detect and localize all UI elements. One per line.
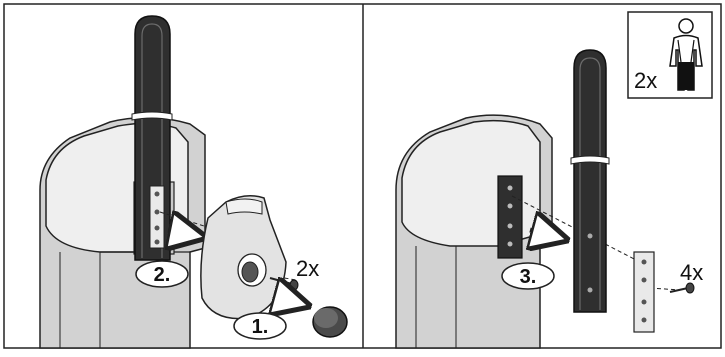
screw-quantity-right: 4x <box>680 260 703 285</box>
cover-icon <box>201 196 286 319</box>
step-badge-2: 2. <box>136 261 188 287</box>
step-badge-3: 3. <box>502 263 554 289</box>
fixing-plate-icon <box>634 252 654 332</box>
screw-quantity-left: 2x <box>296 256 319 281</box>
left-panel: 2x 2. 1. <box>40 16 347 348</box>
persons-required-box: 2x <box>628 12 712 98</box>
step-label-2: 2. <box>154 264 171 286</box>
end-cap-icon <box>313 307 347 337</box>
persons-required-label: 2x <box>634 68 657 93</box>
step-badge-1: 1. <box>234 313 286 339</box>
step-label-1: 1. <box>252 316 269 338</box>
boom-arm-icon <box>571 50 609 312</box>
removal-arrow-end-cap <box>280 298 302 304</box>
step-label-3: 3. <box>520 266 537 288</box>
right-panel: 4x 3. 2x <box>396 12 712 348</box>
post-base-icon <box>396 115 552 348</box>
